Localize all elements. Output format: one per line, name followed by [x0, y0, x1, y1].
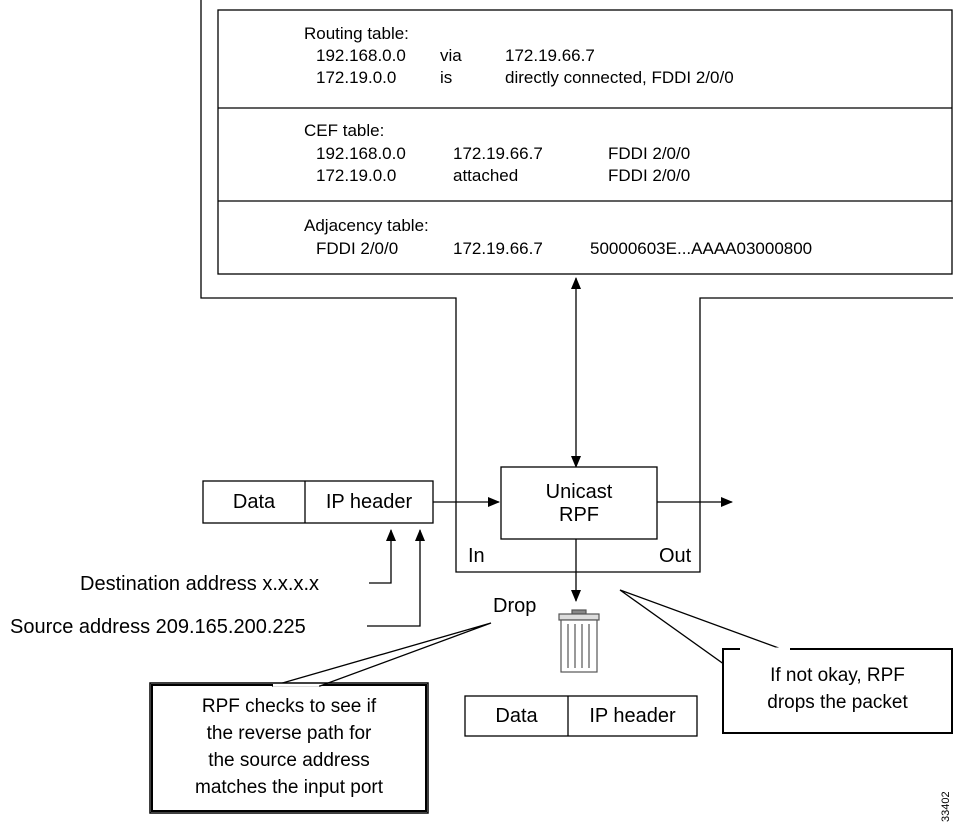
right-callout-line-2: drops the packet [767, 692, 908, 713]
incoming-packet-data: Data [232, 491, 276, 513]
source-pointer [367, 529, 425, 627]
left-callout-line-2: the reverse path for [206, 723, 372, 744]
routing-row-1-nexthop: 172.19.66.7 [505, 46, 595, 65]
routing-table-title: Routing table: [304, 24, 409, 43]
trash-can-icon [558, 609, 600, 673]
routing-row-2-dest: 172.19.0.0 [316, 68, 397, 87]
cef-row-2-prefix: 172.19.0.0 [316, 166, 397, 185]
adjacency-row-1-nexthop: 172.19.66.7 [453, 239, 543, 258]
left-callout-line-3: the source address [208, 750, 370, 771]
destination-address-label: Destination address x.x.x.x [80, 573, 319, 595]
dropped-packet [464, 695, 698, 737]
rpf-label-line1: Unicast [545, 481, 613, 503]
left-callout-line-1: RPF checks to see if [201, 696, 377, 717]
adjacency-row-1-interface: FDDI 2/0/0 [316, 239, 399, 258]
drop-label: Drop [493, 595, 537, 617]
adjacency-table-title: Adjacency table: [304, 216, 429, 235]
left-callout [149, 622, 492, 814]
incoming-packet [202, 480, 434, 524]
routing-row-2-nexthop: directly connected, FDDI 2/0/0 [505, 68, 734, 87]
port-out-label: Out [659, 545, 692, 567]
router-outline [200, 0, 953, 573]
cef-row-1-nexthop: 172.19.66.7 [453, 144, 543, 163]
adjacency-row-1-mac: 50000603E...AAAA03000800 [590, 239, 813, 258]
routing-row-2-is: is [440, 68, 453, 87]
destination-pointer [369, 529, 396, 584]
right-callout [619, 589, 953, 734]
cef-row-2-interface: FDDI 2/0/0 [608, 166, 691, 185]
rpf-label-line2: RPF [559, 504, 599, 526]
figure-id: 33402 [940, 791, 952, 822]
port-in-label: In [468, 545, 485, 567]
left-callout-line-4: matches the input port [195, 777, 383, 798]
cef-row-2-nexthop: attached [453, 166, 519, 185]
dropped-packet-data: Data [495, 705, 538, 727]
routing-row-1-via: via [440, 46, 462, 65]
cef-row-1-interface: FDDI 2/0/0 [608, 144, 691, 163]
cef-row-1-prefix: 192.168.0.0 [316, 144, 406, 163]
source-address-label: Source address 209.165.200.225 [10, 616, 306, 638]
dropped-packet-header: IP header [589, 705, 676, 727]
right-callout-line-1: If not okay, RPF [770, 665, 905, 686]
routing-row-1-dest: 192.168.0.0 [316, 46, 406, 65]
cef-table-title: CEF table: [304, 121, 385, 140]
unicast-rpf-box [500, 466, 658, 540]
incoming-packet-header: IP header [325, 491, 413, 513]
tables-container [217, 9, 953, 275]
